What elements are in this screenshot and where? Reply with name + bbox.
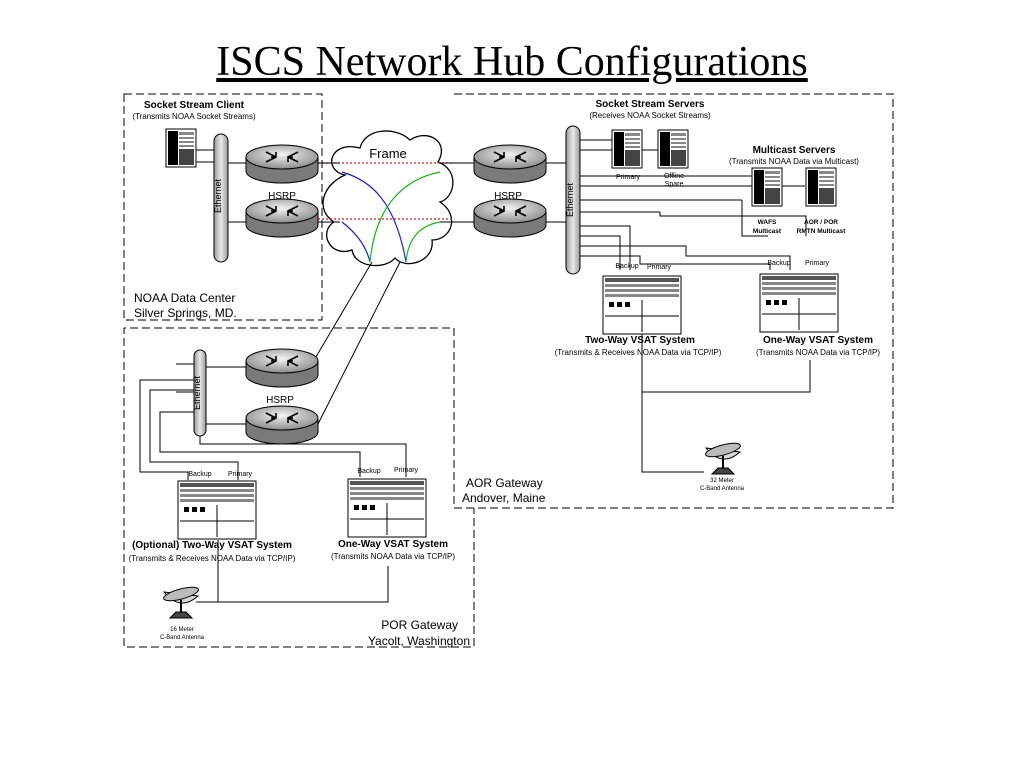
aor-antenna-label-1: 32 Meter [710,478,734,484]
cloud-label: Frame [369,146,407,161]
aorpor-server-icon [805,167,837,207]
aor-oneway-backup: Backup [767,260,790,267]
por-antenna-label-2: C-Band Antenna [160,635,205,641]
aor-oneway-subtitle: (Transmits NOAA Data via TCP/IP) [756,348,880,357]
por-twoway-primary: Primary [228,471,253,478]
por-ethernet-bus [193,349,207,437]
aor-router-2-icon [473,198,547,238]
por-hsrp-label: HSRP [266,395,294,406]
servers-title: Socket Stream Servers [596,99,705,110]
por-twoway-vsat-icon [177,480,257,540]
offline-label-1: Offline [664,173,684,180]
por-router-2-icon [245,405,319,445]
frame-cloud [322,130,454,267]
aor-twoway-subtitle: (Transmits & Receives NOAA Data via TCP/… [555,348,722,357]
servers-subtitle: (Receives NOAA Socket Streams) [589,111,711,120]
aor-antenna-icon [703,439,743,475]
aor-location-1: AOR Gateway [466,476,543,490]
por-oneway-primary: Primary [394,467,419,474]
por-ethernet-label: Ethernet [192,375,202,410]
aor-twoway-primary: Primary [647,264,672,271]
aor-ethernet-bus [565,125,581,275]
wafs-label-2: Multicast [753,228,782,235]
por-oneway-title: One-Way VSAT System [338,539,448,550]
aor-router-1-icon [473,144,547,184]
por-twoway-backup: Backup [188,471,211,478]
client-subtitle: (Transmits NOAA Socket Streams) [132,112,256,121]
client-title: Socket Stream Client [144,100,245,111]
noaa-location-2: Silver Springs, MD. [134,306,237,320]
noaa-router-2-icon [245,198,319,238]
aor-twoway-backup: Backup [615,263,638,270]
aor-twoway-vsat-icon [602,275,682,335]
offline-server-icon [657,129,689,169]
wafs-server-icon [751,167,783,207]
noaa-hsrp-label: HSRP [268,191,296,202]
aor-hsrp-label: HSRP [494,191,522,202]
offline-label-2: Spare [665,181,684,188]
por-twoway-title: (Optional) Two-Way VSAT System [132,540,292,551]
aor-oneway-primary: Primary [805,260,830,267]
por-twoway-subtitle: (Transmits & Receives NOAA Data via TCP/… [129,554,296,563]
aorpor-label-2: RMTN Multicast [797,228,847,235]
aor-ethernet-label: Ethernet [565,182,575,217]
noaa-router-1-icon [245,144,319,184]
noaa-ethernet-label: Ethernet [213,178,223,213]
noaa-region [123,93,323,321]
client-server-icon [165,128,197,168]
noaa-ethernet-bus [213,133,229,263]
por-oneway-subtitle: (Transmits NOAA Data via TCP/IP) [331,552,455,561]
por-antenna-label-1: 16 Meter [170,627,194,633]
aor-location-2: Andover, Maine [462,491,546,505]
multicast-subtitle: (Transmits NOAA Data via Multicast) [729,157,859,166]
aor-twoway-title: Two-Way VSAT System [585,335,695,346]
por-location-2: Yacolt, Washington [368,634,470,648]
page-title: ISCS Network Hub Configurations [216,39,808,85]
wafs-label-1: WAFS [758,219,777,226]
por-antenna-icon [161,583,201,619]
aor-por-region [123,93,894,648]
noaa-location-1: NOAA Data Center [134,291,235,305]
por-location-1: POR Gateway [381,618,458,632]
por-oneway-backup: Backup [357,468,380,475]
aor-oneway-vsat-icon [759,273,839,333]
por-oneway-vsat-icon [347,478,427,538]
aor-oneway-title: One-Way VSAT System [763,335,873,346]
primary-server-icon [611,129,643,169]
multicast-title: Multicast Servers [753,145,836,156]
por-router-1-icon [245,348,319,388]
primary-server-label: Primary [616,174,641,181]
aor-antenna-label-2: C-Band Antenna [700,486,745,492]
aorpor-label-1: AOR / POR [804,219,838,226]
